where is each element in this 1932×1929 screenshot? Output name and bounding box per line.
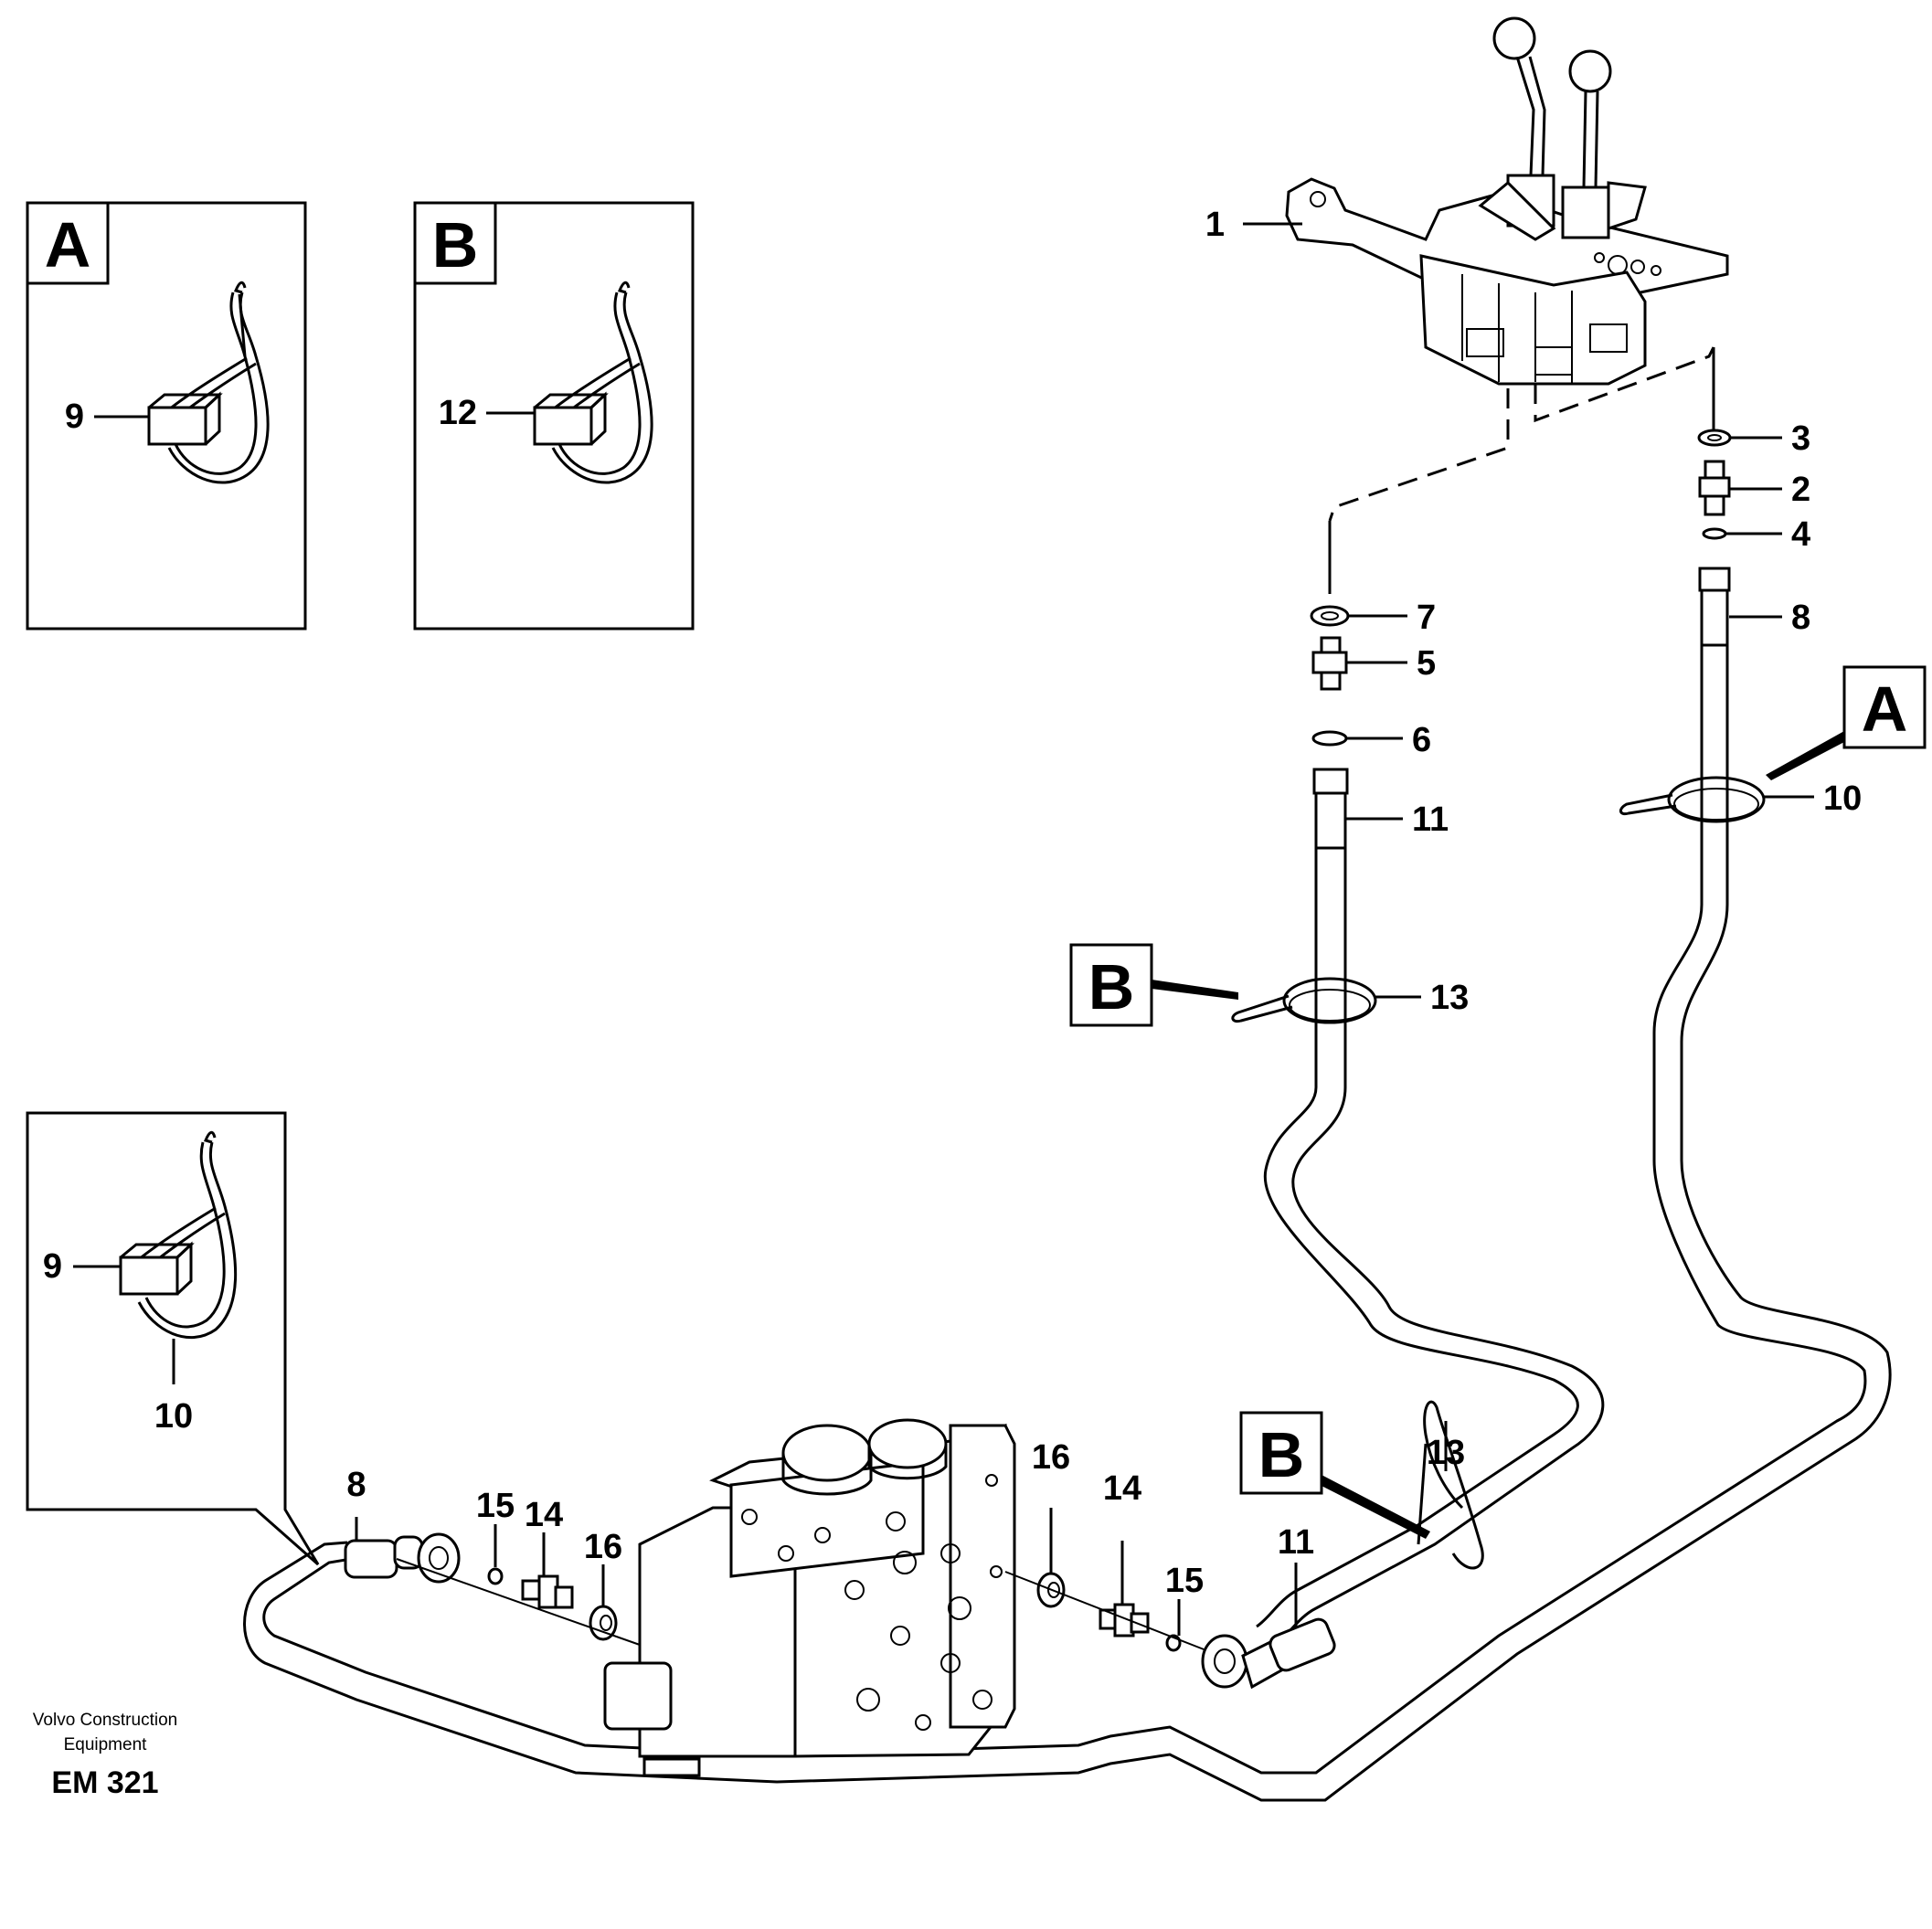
callout-2: 2 bbox=[1791, 471, 1810, 509]
callout-13-bottom: 13 bbox=[1427, 1434, 1465, 1472]
callout-10-detail: 10 bbox=[154, 1397, 193, 1436]
document-number: EM 321 bbox=[51, 1765, 158, 1800]
adapter-2 bbox=[1698, 460, 1731, 516]
view-a-letter: A bbox=[45, 209, 91, 281]
reference-tag-b-bottom: B bbox=[1239, 1411, 1430, 1539]
cable-tie-icon bbox=[119, 1130, 238, 1340]
detail-view-bottom: 9 10 bbox=[26, 1111, 320, 1566]
o-ring-6 bbox=[1311, 730, 1348, 747]
o-ring-4 bbox=[1702, 527, 1727, 540]
svg-text:A: A bbox=[1862, 673, 1908, 745]
hose-8 bbox=[243, 645, 1892, 1802]
callout-3: 3 bbox=[1791, 419, 1810, 458]
main-control-valve bbox=[603, 1418, 1016, 1777]
cable-tie-icon bbox=[147, 281, 270, 484]
strap-clamp-13-bottom bbox=[1417, 1400, 1484, 1570]
adapter-14-left bbox=[521, 1574, 574, 1609]
callout-15-right: 15 bbox=[1165, 1562, 1204, 1600]
svg-text:B: B bbox=[1258, 1419, 1305, 1490]
washer-3 bbox=[1697, 429, 1732, 447]
cable-tie-icon bbox=[533, 281, 653, 484]
callout-8-right: 8 bbox=[1791, 599, 1810, 637]
callout-15-left: 15 bbox=[476, 1487, 515, 1525]
callout-11-mid: 11 bbox=[1412, 800, 1449, 839]
callout-6: 6 bbox=[1412, 721, 1431, 759]
callout-1: 1 bbox=[1205, 206, 1225, 244]
reference-tag-b-mid: B bbox=[1069, 943, 1238, 1027]
hose-8-end bbox=[1698, 567, 1731, 647]
callout-14-left: 14 bbox=[525, 1496, 563, 1534]
control-lever-unit bbox=[1285, 16, 1729, 386]
o-ring-15-left bbox=[487, 1567, 504, 1585]
callout-9-view-a: 9 bbox=[65, 397, 84, 436]
strap-clamp-13 bbox=[1231, 977, 1377, 1024]
callout-11-bottom: 11 bbox=[1278, 1523, 1314, 1562]
callout-10-right: 10 bbox=[1823, 779, 1862, 818]
company-line-1: Volvo Construction bbox=[33, 1711, 177, 1730]
lever-knob bbox=[1492, 16, 1536, 60]
detail-view-b: B 12 bbox=[413, 201, 695, 631]
company-line-2: Equipment bbox=[64, 1735, 148, 1754]
lever-knob bbox=[1568, 49, 1612, 93]
hose-11-lower-end bbox=[1201, 1617, 1336, 1690]
callout-5: 5 bbox=[1417, 644, 1436, 683]
callout-7: 7 bbox=[1417, 599, 1436, 637]
callout-4: 4 bbox=[1791, 515, 1810, 554]
washer-7 bbox=[1310, 605, 1350, 627]
hose-11-end bbox=[1312, 768, 1349, 850]
adapter-14-right bbox=[1099, 1603, 1150, 1638]
callout-9-detail: 9 bbox=[43, 1247, 62, 1286]
adapter-5 bbox=[1311, 636, 1348, 691]
callout-8-left: 8 bbox=[346, 1466, 366, 1504]
callout-16-right: 16 bbox=[1032, 1438, 1070, 1477]
callout-12-view-b: 12 bbox=[439, 394, 477, 432]
hose-11 bbox=[1256, 848, 1605, 1647]
reference-tag-a-right: A bbox=[1766, 665, 1927, 780]
callout-16-left: 16 bbox=[584, 1528, 622, 1566]
callout-13-mid: 13 bbox=[1430, 979, 1469, 1017]
strap-clamp-10 bbox=[1619, 776, 1766, 823]
callout-14-right: 14 bbox=[1103, 1469, 1141, 1508]
view-b-letter: B bbox=[432, 209, 479, 281]
svg-text:B: B bbox=[1088, 951, 1135, 1023]
detail-view-a: A 9 bbox=[26, 201, 307, 631]
